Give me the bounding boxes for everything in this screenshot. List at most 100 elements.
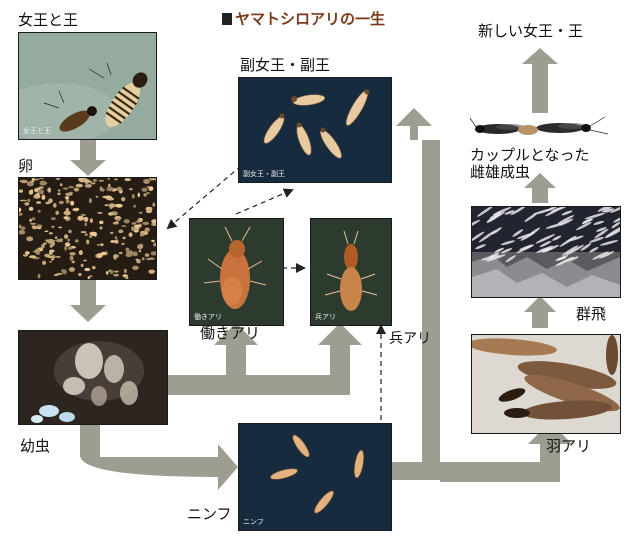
egg-speck xyxy=(108,203,116,208)
egg-speck xyxy=(29,218,32,223)
swarm-wing xyxy=(552,235,562,241)
swarm-wing xyxy=(500,240,515,246)
egg-speck xyxy=(64,245,67,251)
egg-speck xyxy=(144,227,150,232)
egg-speck xyxy=(114,178,118,181)
photo-sub-queen-king: 副女王・副王 xyxy=(238,77,392,183)
egg-speck xyxy=(41,243,45,249)
egg-speck xyxy=(137,192,140,198)
arrow-larva-to-soldier xyxy=(246,323,362,395)
egg-speck xyxy=(19,212,23,216)
egg-speck xyxy=(145,206,153,211)
egg-speck xyxy=(62,187,69,190)
egg-speck xyxy=(109,231,114,235)
egg-speck xyxy=(118,251,123,255)
swarm-wing xyxy=(517,232,535,240)
caption-nymph: ニンフ xyxy=(243,518,264,526)
egg-speck xyxy=(141,187,148,192)
swarm-wing xyxy=(584,212,606,220)
egg-speck xyxy=(68,229,72,234)
egg-speck xyxy=(115,186,123,192)
egg-speck xyxy=(81,213,86,216)
title-text: ヤマトシロアリの一生 xyxy=(235,10,386,28)
egg-speck xyxy=(121,225,127,227)
egg-speck xyxy=(132,265,139,270)
egg-speck xyxy=(73,187,80,192)
egg-speck xyxy=(145,192,150,195)
egg-speck xyxy=(77,215,84,221)
egg-speck xyxy=(78,250,83,256)
egg-speck xyxy=(140,230,147,234)
egg-speck xyxy=(114,239,119,244)
swarm-wing xyxy=(539,240,552,248)
egg-speck xyxy=(44,230,49,233)
swarm-wing xyxy=(599,251,615,259)
arrow-nymph-to-alate xyxy=(440,422,572,482)
egg-speck xyxy=(62,269,67,275)
swarm-wing xyxy=(610,207,620,213)
egg-speck xyxy=(138,249,142,253)
egg-speck xyxy=(50,217,56,220)
egg-speck xyxy=(135,220,140,223)
egg-speck xyxy=(150,251,156,256)
egg-image xyxy=(19,178,156,279)
photo-queen-king: 女王と王 xyxy=(18,32,157,140)
dashed-arrow-worker-to-sub xyxy=(235,188,294,215)
egg-speck xyxy=(121,242,125,246)
egg-speck xyxy=(78,178,81,181)
egg-speck xyxy=(116,218,121,221)
egg-speck xyxy=(84,233,88,236)
egg-speck xyxy=(148,269,156,274)
egg-speck xyxy=(114,236,118,239)
egg-speck xyxy=(133,227,140,231)
egg-speck xyxy=(26,181,34,187)
egg-speck xyxy=(128,188,133,191)
egg-speck xyxy=(47,187,52,193)
swarm-wing xyxy=(545,223,564,229)
egg-speck xyxy=(30,189,34,194)
egg-speck xyxy=(19,224,22,229)
egg-speck xyxy=(80,231,87,234)
egg-speck xyxy=(27,198,31,203)
photo-alate xyxy=(471,334,621,434)
egg-speck xyxy=(131,222,137,225)
egg-speck xyxy=(106,197,115,201)
swarm-wing xyxy=(524,213,537,222)
egg-speck xyxy=(137,244,144,250)
swarm-wing xyxy=(505,255,516,263)
egg-speck xyxy=(75,183,83,188)
swarm-wing xyxy=(478,230,497,243)
egg-speck xyxy=(68,267,75,272)
egg-speck xyxy=(19,189,23,193)
egg-speck xyxy=(37,209,41,213)
egg-speck xyxy=(105,271,109,275)
egg-speck xyxy=(69,255,74,261)
egg-speck xyxy=(114,203,123,208)
swarm-wing xyxy=(481,254,500,261)
swarm-wing xyxy=(487,211,506,222)
egg-speck xyxy=(118,229,124,234)
egg-speck xyxy=(143,178,150,184)
diagram-title: ヤマトシロアリの一生 xyxy=(222,8,385,29)
egg-speck xyxy=(36,253,41,255)
egg-speck xyxy=(51,225,55,228)
egg-speck xyxy=(52,239,56,242)
egg-speck xyxy=(78,272,82,277)
arrow-larva-to-worker xyxy=(166,323,258,395)
arrow-couple-to-new xyxy=(522,48,558,113)
egg-speck xyxy=(149,178,154,181)
swarm-wing xyxy=(611,221,620,229)
egg-speck xyxy=(108,212,114,216)
egg-speck xyxy=(70,200,75,206)
egg-speck xyxy=(67,246,73,250)
caption-worker: 働きアリ xyxy=(194,313,222,321)
egg-speck xyxy=(31,178,35,182)
egg-speck xyxy=(57,192,61,196)
egg-speck xyxy=(26,236,34,242)
queen-king-image xyxy=(19,33,156,139)
egg-speck xyxy=(24,202,30,206)
egg-speck xyxy=(55,210,59,215)
egg-speck xyxy=(37,273,41,279)
egg-speck xyxy=(58,226,63,229)
